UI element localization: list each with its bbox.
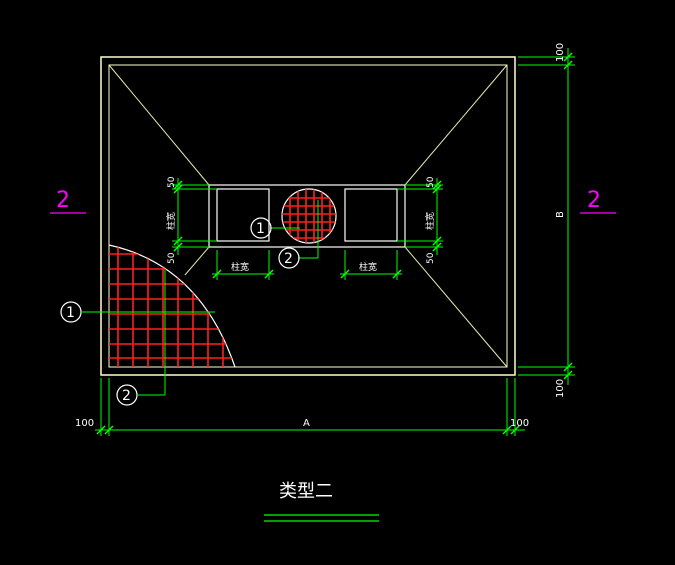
- rebar-detail-circle: [281, 188, 337, 244]
- title-underline: [264, 514, 379, 522]
- col-width-left-vertical: 柱宽: [165, 212, 177, 230]
- svg-text:1: 1: [66, 305, 75, 321]
- section-mark-left: 2: [50, 188, 86, 214]
- section-mark-left-label: 2: [56, 188, 70, 213]
- slab-outline: [100, 56, 516, 376]
- rebar-callout-2-bottom: 2: [116, 384, 138, 406]
- dim-bottom-100: 100: [555, 379, 566, 398]
- svg-text:2: 2: [284, 251, 293, 267]
- svg-text:2: 2: [122, 388, 131, 404]
- dim-left-50-bottom: 50: [167, 252, 177, 264]
- col-width-left-horizontal: 柱宽: [231, 261, 249, 273]
- dimension-lines: [82, 48, 575, 436]
- dim-left-100: 100: [75, 418, 94, 429]
- dim-top-100: 100: [555, 43, 566, 62]
- col-width-right-vertical: 柱宽: [424, 212, 436, 230]
- slope-lines: [108, 64, 508, 368]
- dim-right-50-top: 50: [426, 176, 436, 188]
- dim-right-50-bottom: 50: [426, 252, 436, 264]
- dim-right-100: 100: [510, 418, 529, 429]
- dim-A-label: A: [303, 418, 310, 429]
- column-left: [216, 188, 270, 242]
- column-cap-outer: [208, 184, 406, 248]
- section-mark-right: 2: [580, 188, 616, 214]
- column-right: [344, 188, 398, 242]
- dim-B-label: B: [555, 211, 566, 218]
- rebar-callout-1-center: 1: [250, 217, 272, 239]
- rebar-callout-1-left: 1: [60, 301, 82, 323]
- rebar-callout-2-center: 2: [278, 247, 300, 269]
- drawing-title: 类型二: [279, 481, 333, 502]
- dimension-ticks: [96, 52, 573, 435]
- section-mark-right-label: 2: [587, 188, 601, 213]
- col-width-right-horizontal: 柱宽: [359, 261, 377, 273]
- svg-text:1: 1: [256, 221, 265, 237]
- column-cap-group: [208, 184, 406, 248]
- rebar-grid-circle: [282, 189, 336, 243]
- dim-left-50-top: 50: [167, 176, 177, 188]
